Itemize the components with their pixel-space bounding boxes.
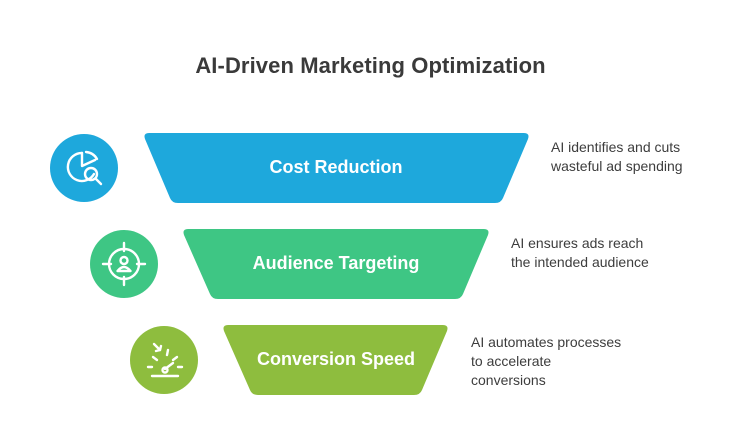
stage-label-audience-targeting: Audience Targeting (252, 253, 420, 273)
funnel-stage-3-shape (223, 325, 448, 395)
description-line: wasteful ad spending (551, 158, 683, 174)
target-person-icon (101, 241, 147, 287)
stage-label-conversion-speed: Conversion Speed (256, 349, 416, 369)
description-audience-targeting: AI ensures ads reach the intended audien… (511, 234, 649, 272)
icon-circle-audience-targeting (90, 230, 158, 298)
description-line: conversions (471, 372, 546, 388)
funnel-stage-2-shape (183, 229, 489, 299)
description-line: the intended audience (511, 254, 649, 270)
pie-chart-magnifier-icon (66, 150, 103, 186)
page-title: AI-Driven Marketing Optimization (195, 53, 546, 78)
description-line: to accelerate (471, 353, 552, 369)
description-line: AI identifies and cuts (551, 139, 681, 155)
speedometer-icon (146, 342, 184, 378)
funnel-stage-1-shape (144, 133, 529, 203)
description-conversion-speed: AI automates processes to accelerate con… (471, 333, 621, 390)
icon-circle-conversion-speed (130, 326, 198, 394)
icon-circle-cost-reduction (50, 134, 118, 202)
stage-label-cost-reduction: Cost Reduction (269, 157, 403, 177)
description-cost-reduction: AI identifies and cuts wasteful ad spend… (551, 138, 683, 176)
description-line: AI automates processes (471, 334, 622, 350)
description-line: AI ensures ads reach (511, 235, 644, 251)
